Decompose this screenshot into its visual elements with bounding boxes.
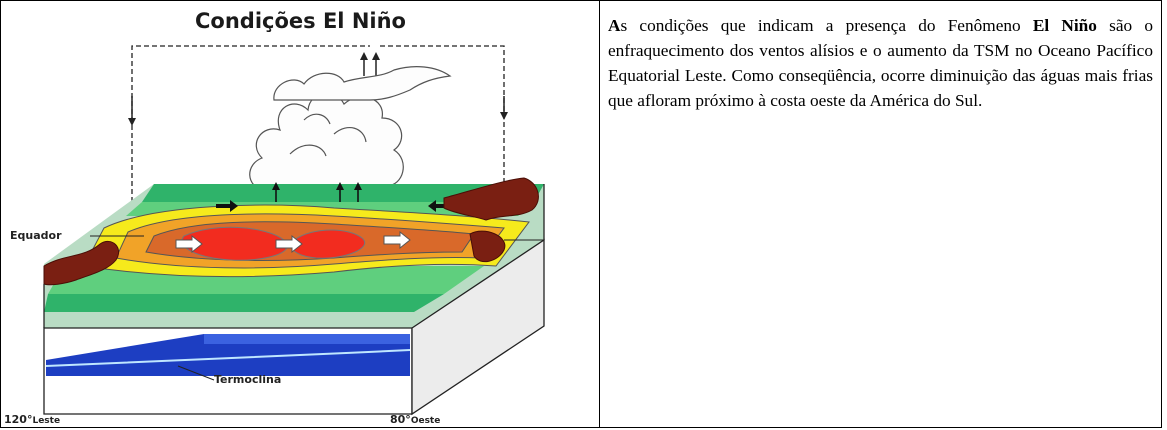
el-nino-diagram xyxy=(43,45,545,416)
longitude-80-unit: Oeste xyxy=(410,416,441,426)
description-part-2: são o enfraquecimento dos ventos alísios… xyxy=(608,16,1153,110)
lead-letter: A xyxy=(608,16,621,35)
warm-water-layer xyxy=(46,334,410,376)
trade-wind-arrows xyxy=(216,200,452,212)
thermocline-label: Termoclina xyxy=(214,373,282,386)
wind-anomaly-arrows xyxy=(175,230,411,254)
thermocline-line xyxy=(45,349,411,367)
table-divider xyxy=(599,0,600,428)
figure-title: Condições El Niño xyxy=(195,9,406,33)
longitude-80-west: 80°Oeste xyxy=(390,413,440,426)
el-nino-figure: Condições El Niño xyxy=(4,4,597,428)
longitude-120-unit: Leste xyxy=(32,416,61,426)
continents xyxy=(43,177,539,286)
longitude-120-east: 120°Leste xyxy=(4,413,60,426)
surface-up-arrows xyxy=(272,182,362,202)
convection-clouds xyxy=(249,66,452,201)
el-nino-term: El Niño xyxy=(1032,16,1097,35)
description-text: As condições que indicam a presença do F… xyxy=(608,13,1153,113)
longitude-80-value: 80° xyxy=(390,413,411,426)
longitude-120-value: 120° xyxy=(4,413,33,426)
description-part-1: s condições que indicam a presença do Fe… xyxy=(620,16,1033,35)
equator-label: Equador xyxy=(10,229,62,242)
